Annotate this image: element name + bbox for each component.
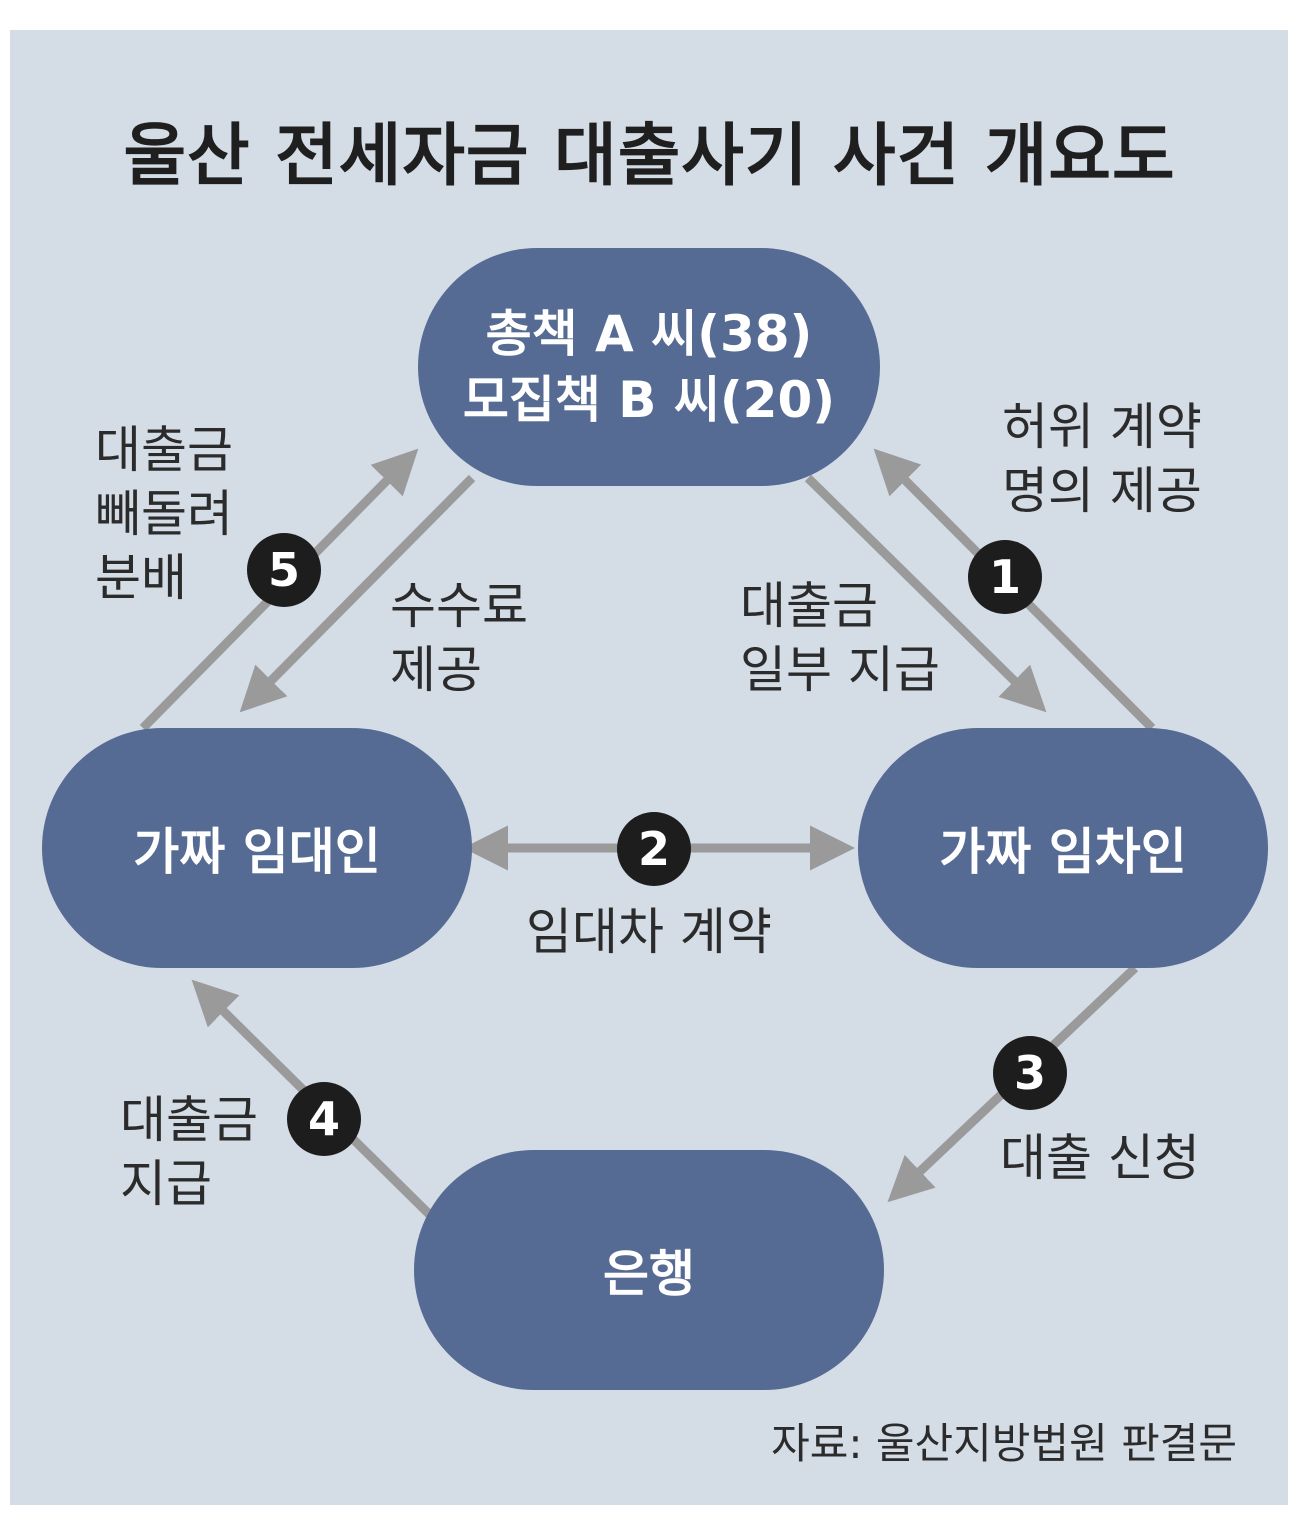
step5-label-line3: 분배 bbox=[95, 549, 187, 607]
node-fake-tenant-label: 가짜 임차인 bbox=[939, 823, 1187, 881]
arrow-partial-payment bbox=[804, 474, 1047, 713]
partial-payment-label-line1: 대출금 bbox=[740, 577, 878, 635]
step3-label: 대출 신청 bbox=[1000, 1126, 1200, 1190]
step4-label-line2: 지급 bbox=[120, 1155, 212, 1213]
step5-badge: 5 bbox=[247, 533, 321, 607]
step5-label-line1: 대출금 bbox=[95, 421, 233, 479]
partial-payment-label: 대출금 일부 지급 bbox=[740, 574, 940, 702]
node-fake-landlord: 가짜 임대인 bbox=[42, 728, 472, 968]
step2-label: 임대차 계약 bbox=[526, 900, 772, 964]
step1-label: 허위 계약 명의 제공 bbox=[1002, 395, 1202, 523]
step1-badge: 1 bbox=[968, 540, 1042, 614]
source-note: 자료: 울산지방법원 판결문 bbox=[771, 1419, 1237, 1468]
step4-label: 대출금 지급 bbox=[120, 1088, 258, 1216]
step4-badge: 4 bbox=[287, 1082, 361, 1156]
fee-label-line1: 수수료 bbox=[390, 577, 528, 635]
arrow-fee bbox=[239, 474, 476, 713]
step3-label-line1: 대출 신청 bbox=[1000, 1129, 1200, 1187]
node-ringleader-line2: 모집책 B 씨(20) bbox=[462, 371, 836, 429]
step5-label: 대출금 빼돌려 분배 bbox=[95, 418, 233, 610]
node-bank-label: 은행 bbox=[603, 1245, 695, 1303]
step5-label-line2: 빼돌려 bbox=[95, 485, 233, 543]
step1-label-line1: 허위 계약 bbox=[1002, 398, 1202, 456]
fee-label: 수수료 제공 bbox=[390, 574, 528, 702]
node-bank: 은행 bbox=[414, 1150, 884, 1390]
step1-label-line2: 명의 제공 bbox=[1002, 462, 1202, 520]
node-fake-landlord-label: 가짜 임대인 bbox=[133, 823, 381, 881]
node-ringleader: 총책 A 씨(38) 모집책 B 씨(20) bbox=[418, 248, 880, 486]
step3-badge: 3 bbox=[993, 1036, 1067, 1110]
step2-badge: 2 bbox=[617, 812, 691, 886]
partial-payment-label-line2: 일부 지급 bbox=[740, 641, 940, 699]
step4-label-line1: 대출금 bbox=[120, 1091, 258, 1149]
diagram-title: 울산 전세자금 대출사기 사건 개요도 bbox=[123, 117, 1176, 196]
node-fake-tenant: 가짜 임차인 bbox=[858, 728, 1268, 968]
step2-label-line1: 임대차 계약 bbox=[526, 903, 772, 961]
node-ringleader-line1: 총책 A 씨(38) bbox=[485, 305, 813, 363]
fee-label-line2: 제공 bbox=[390, 641, 482, 699]
